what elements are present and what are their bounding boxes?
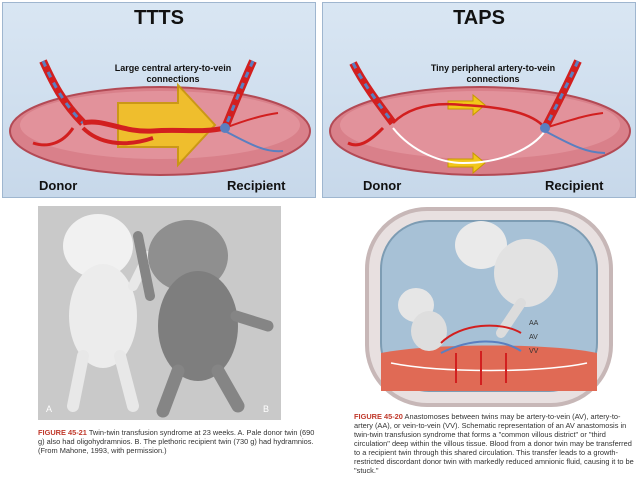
taps-title: TAPS	[453, 7, 505, 29]
figure-right-number: FIGURE 45-20	[354, 412, 403, 421]
placenta	[381, 345, 597, 391]
label-aa: AA	[529, 320, 539, 327]
label-av: AV	[529, 334, 538, 341]
uterus-illustration: AA AV VV	[365, 207, 613, 407]
taps-recipient-label: Recipient	[545, 178, 604, 193]
figure-left-number: FIGURE 45-21	[38, 428, 87, 437]
figure-right-caption: FIGURE 45-20 Anastomoses between twins m…	[354, 412, 634, 475]
ttts-illustration	[9, 59, 311, 176]
plethoric-twin-body	[158, 271, 238, 381]
twins-photo: A B	[38, 206, 281, 420]
taps-note: Tiny peripheral artery-to-vein connectio…	[430, 63, 556, 84]
pale-twin-body	[69, 264, 137, 368]
taps-donor-label: Donor	[363, 178, 402, 193]
label-vv: VV	[529, 348, 539, 355]
ttts-recipient-label: Recipient	[227, 178, 286, 193]
photo-label-a: A	[46, 404, 52, 414]
twins-photo-illustration: A B	[38, 206, 281, 420]
donor-cord	[39, 59, 86, 126]
taps-panel: TAPS Tiny peripheral artery-to-vein conn…	[322, 2, 636, 198]
figure-right-text: Anastomoses between twins may be artery-…	[354, 412, 634, 475]
ttts-note: Large central artery-to-vein connections	[114, 63, 232, 84]
pale-twin-head	[63, 214, 133, 278]
recipient-fetus-body	[494, 239, 558, 307]
uterus-diagram: AA AV VV	[361, 203, 617, 409]
ttts-donor-label: Donor	[39, 178, 78, 193]
figure-left-text: Twin-twin transfusion syndrome at 23 wee…	[38, 428, 315, 455]
photo-label-b: B	[263, 404, 269, 414]
donor-fetus-body	[411, 311, 447, 351]
recipient-fetus-head	[455, 221, 507, 269]
figure-left-caption: FIGURE 45-21 Twin-twin transfusion syndr…	[38, 428, 318, 455]
ttts-panel: TTTS Large central artery-to-vein connec…	[2, 2, 316, 198]
ttts-title: TTTS	[134, 7, 184, 29]
taps-recipient-cord	[541, 59, 582, 130]
taps-illustration	[329, 59, 631, 176]
large-arrow	[117, 82, 217, 168]
